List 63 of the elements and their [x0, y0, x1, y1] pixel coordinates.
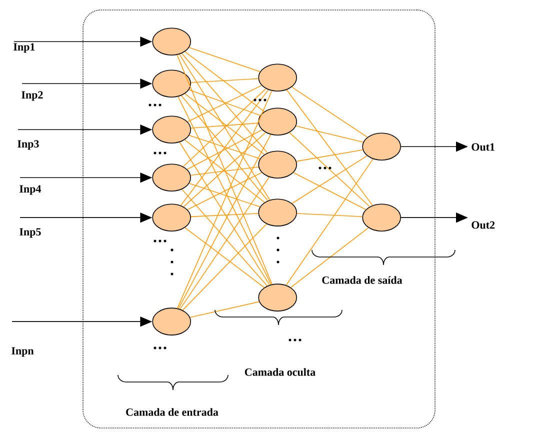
connection-line: [286, 158, 374, 286]
connection-line: [187, 85, 262, 122]
connection-line: [296, 213, 363, 218]
connection-line: [179, 54, 270, 200]
io-label: Out1: [472, 143, 494, 151]
connection-line: [293, 172, 366, 210]
layer-label: Camada de entrada: [126, 408, 218, 416]
io-label: Inp1: [14, 43, 35, 53]
neuron-ellipse: [362, 204, 401, 232]
connection-line: [188, 135, 260, 160]
connection-line: [291, 86, 368, 138]
connection-line: [176, 54, 272, 285]
network-frame: [82, 10, 436, 428]
neuron-ellipse: [258, 150, 297, 178]
connection-line: [190, 166, 259, 176]
connection-line: [190, 78, 259, 83]
io-label: Inpn: [12, 347, 34, 357]
connection-line: [179, 142, 270, 286]
neuron-ellipse: [152, 28, 191, 56]
connection-line: [182, 88, 266, 167]
neuron-ellipse: [258, 64, 297, 92]
connection-line: [178, 96, 272, 285]
layer-label: Camada oculta: [244, 368, 316, 376]
connection-line: [188, 89, 261, 116]
connection-line: [188, 183, 260, 208]
connection-line: [186, 129, 262, 170]
neuron-ellipse: [152, 116, 191, 144]
connection-line: [184, 139, 265, 203]
io-label: Inp3: [18, 140, 39, 150]
neuron-ellipse: [152, 70, 191, 98]
connection-line: [296, 149, 364, 162]
connection-line: [190, 122, 259, 129]
connection-line: [182, 188, 268, 286]
connection-line: [178, 134, 272, 309]
layer-label: Camada de saída: [322, 276, 402, 284]
connection-line: [188, 47, 260, 72]
connection-line: [292, 155, 368, 204]
io-label: Inp5: [20, 228, 41, 238]
connection-line: [184, 51, 265, 112]
io-label: Out2: [472, 221, 495, 229]
io-label: Inp2: [22, 91, 43, 101]
connection-line: [286, 89, 373, 206]
neuron-ellipse: [152, 164, 191, 192]
neuron-ellipse: [258, 198, 297, 226]
io-label: Inp4: [20, 185, 41, 195]
connection-line: [176, 90, 272, 309]
connection-line: [190, 213, 259, 218]
connection-line: [183, 132, 266, 208]
neuron-ellipse: [258, 284, 297, 312]
neuron-ellipse: [258, 108, 297, 136]
neuron-ellipse: [152, 308, 191, 336]
connection-line: [180, 176, 270, 310]
connection-line: [184, 93, 265, 155]
connection-line: [190, 301, 260, 318]
connection-line: [289, 132, 370, 208]
connection-line: [296, 126, 364, 143]
neuron-ellipse: [362, 132, 401, 160]
connection-line: [290, 227, 369, 288]
connection-line: [187, 172, 262, 210]
connection-line: [182, 224, 267, 311]
connection-line: [184, 227, 265, 288]
neuron-ellipse: [152, 204, 191, 232]
connection-line: [181, 53, 268, 154]
